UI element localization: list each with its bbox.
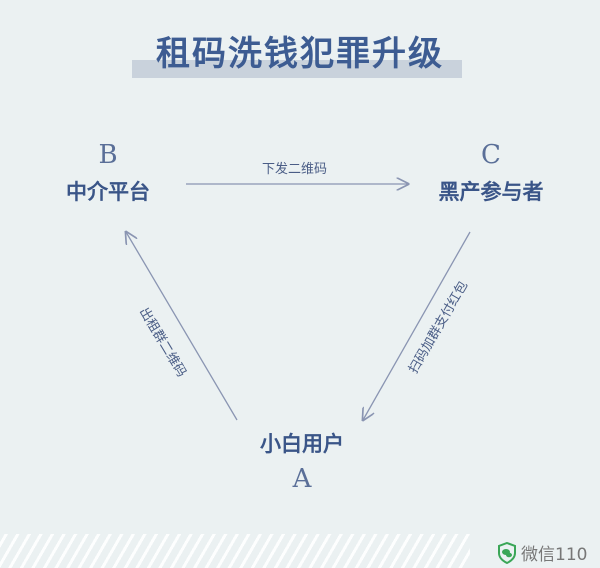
arrow-a-to-b: [126, 232, 238, 421]
wechat-shield-icon: [498, 541, 516, 564]
node-c-letter: C: [481, 140, 501, 170]
node-c-label: 黑产参与者: [438, 180, 544, 204]
footer-stripes: [0, 534, 470, 568]
node-a-letter: A: [292, 464, 312, 494]
edge-label-b-to-c: 下发二维码: [262, 162, 328, 177]
arrow-c-to-a: [363, 231, 471, 420]
node-b-label: 中介平台: [66, 180, 150, 204]
title-highlight: [132, 60, 462, 78]
brand-text: 微信110: [521, 545, 588, 565]
node-a-label: 小白用户: [260, 432, 344, 456]
page-title: 租码洗钱犯罪升级: [156, 34, 444, 74]
footer-brand: 微信110: [497, 540, 587, 565]
node-b-letter: B: [98, 140, 118, 170]
